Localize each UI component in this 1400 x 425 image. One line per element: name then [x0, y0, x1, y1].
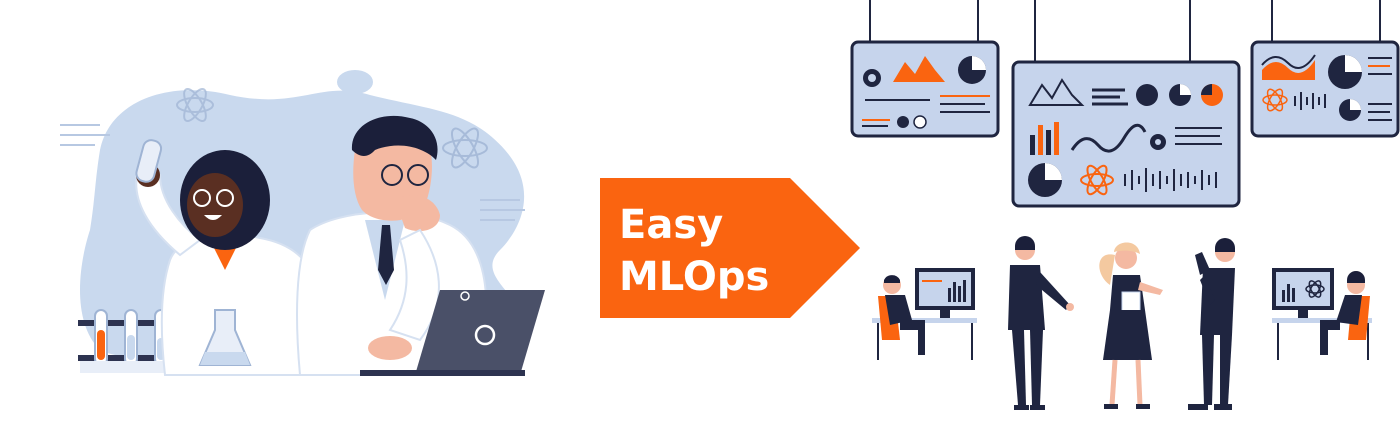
- atom-icon: [442, 127, 488, 169]
- area-chart-icon: [1262, 60, 1315, 80]
- area-chart-icon: [893, 56, 945, 82]
- bar-lines: [862, 95, 990, 127]
- hanging-wires: [869, 0, 1381, 62]
- bar-chart-icon: [948, 280, 966, 302]
- dashboards-illustration: [850, 0, 1400, 410]
- bar-chart-icon: [1282, 284, 1295, 302]
- dashboard-panel: [850, 40, 1000, 138]
- waveform: [1124, 168, 1217, 192]
- pie-chart-icon: [958, 56, 986, 84]
- pie-chart-icon: [1169, 84, 1191, 106]
- desk-worker-left: [872, 268, 977, 360]
- pie-chart-icon: [1201, 84, 1223, 106]
- atom-icon: [1305, 280, 1325, 298]
- gear-icon: [1150, 134, 1166, 150]
- banner-line1: Easy: [619, 202, 723, 248]
- atom-icon: [1262, 88, 1288, 112]
- scientists-illustration: [60, 70, 545, 376]
- gear-icon: [863, 69, 881, 87]
- banner-line2: MLOps: [619, 254, 769, 300]
- standing-woman: [1099, 242, 1163, 409]
- bar-lines: [1368, 57, 1392, 75]
- standing-man-thinking: [1188, 238, 1235, 410]
- pie-chart-icon: [1339, 99, 1361, 121]
- line-chart-icon: [1028, 78, 1085, 106]
- pie-chart-icon: [1136, 84, 1158, 106]
- female-scientist: [135, 139, 321, 376]
- banner-arrow-shape: [600, 178, 860, 318]
- bar-chart-icon: [1030, 122, 1059, 155]
- bar-lines: [1175, 127, 1222, 145]
- pie-chart-icon: [1028, 163, 1062, 197]
- easy-mlops-banner: Easy MLOps: [600, 178, 860, 318]
- standing-man-pointing: [1008, 236, 1074, 410]
- dashboard-panel: [1250, 40, 1400, 138]
- atom-icon: [176, 88, 214, 122]
- blob-small: [337, 70, 373, 94]
- waveform: [1294, 92, 1326, 110]
- desk-worker-right: [1272, 268, 1372, 360]
- pie-chart-icon: [1328, 55, 1362, 89]
- laptop-icon: [360, 290, 545, 376]
- dashboard-panel: [1011, 60, 1241, 208]
- bar-lines: [1092, 88, 1128, 106]
- bar-lines: [1368, 103, 1392, 121]
- atom-icon: [1080, 164, 1114, 196]
- note-lines: [60, 124, 525, 221]
